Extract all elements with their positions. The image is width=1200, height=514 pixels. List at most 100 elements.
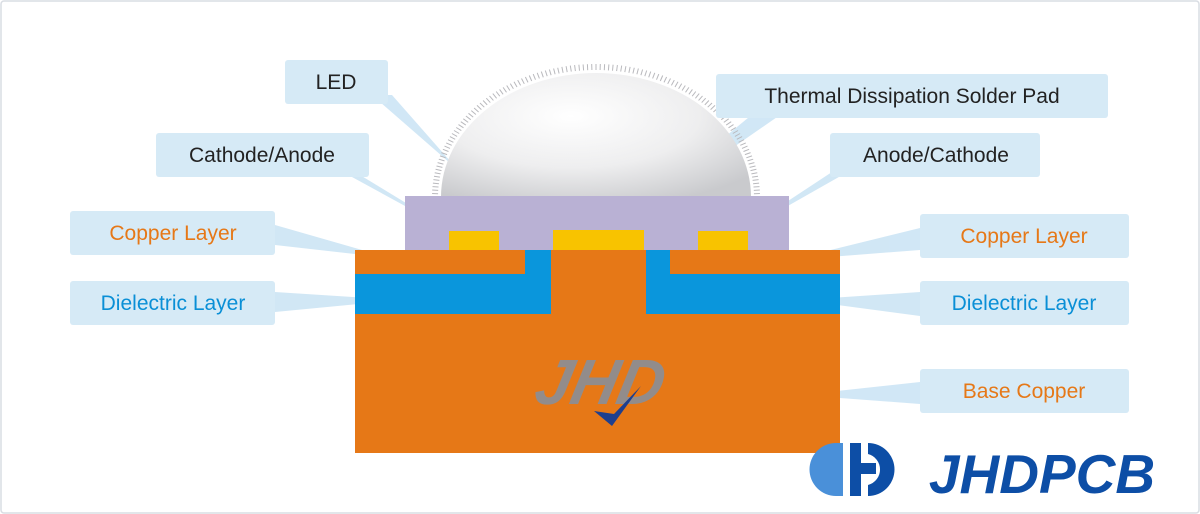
- dome-tick: [732, 130, 739, 134]
- dome-tick: [652, 72, 656, 79]
- jhd-h-logo-icon: [809, 443, 895, 496]
- dome-tick: [749, 165, 756, 168]
- dome-tick: [449, 136, 456, 140]
- dome-tick: [644, 70, 648, 77]
- dome-tick: [442, 148, 449, 152]
- copper-left-callout-box: [70, 211, 275, 255]
- dome-tick: [741, 145, 748, 149]
- dielectric-layer-left-label: Dielectric Layer: [101, 292, 246, 315]
- callout-labels: LED Thermal Dissipation Solder Pad Catho…: [101, 71, 1097, 403]
- dome-tick: [648, 71, 652, 78]
- dome-tick: [574, 65, 576, 72]
- dome-tick: [453, 130, 460, 134]
- dome-tick: [528, 75, 533, 82]
- dome-tick: [670, 79, 675, 86]
- copper-layer-left-label: Copper Layer: [109, 222, 236, 245]
- pcb-stackup: [355, 250, 840, 453]
- dome-tick: [746, 155, 753, 159]
- dome-tick: [743, 148, 750, 152]
- dome-tick: [509, 83, 514, 89]
- dome-tick: [636, 68, 639, 75]
- dome-tick: [659, 75, 664, 82]
- dome-tick: [569, 65, 572, 72]
- callout-boxes: [70, 60, 1129, 413]
- dome-tick: [681, 85, 686, 91]
- dome-tick: [485, 97, 491, 103]
- dielectric-layer-right-shape: [646, 250, 840, 314]
- dome-tick: [517, 79, 522, 86]
- thermal-pad-callout-box: [716, 74, 1108, 118]
- dome-tick: [465, 115, 472, 121]
- dome-tick: [532, 73, 536, 80]
- dome-tick: [506, 85, 511, 91]
- dome-tick: [553, 68, 556, 75]
- dome-tick: [441, 152, 448, 156]
- dome-tick: [578, 64, 580, 71]
- dome-tick: [688, 89, 693, 95]
- dome-tick: [748, 162, 755, 165]
- dome-tick: [495, 91, 501, 97]
- dome-tick: [723, 118, 729, 123]
- base-copper-callout-box: [920, 369, 1129, 413]
- dielectric-right-callout-box: [920, 281, 1129, 325]
- dome-tick: [710, 105, 716, 110]
- thermal-solder-pad: [553, 230, 644, 250]
- dome-tick: [536, 72, 540, 79]
- dome-tick: [544, 70, 548, 77]
- dome-tick: [698, 95, 703, 101]
- dome-tick: [728, 124, 734, 129]
- dome-tick: [695, 93, 700, 99]
- cathode-anode-pad: [449, 231, 499, 250]
- copper-layer-right-shape: [670, 250, 840, 274]
- dome-tick: [561, 66, 564, 73]
- dome-tick: [524, 76, 529, 83]
- dome-tick: [557, 67, 560, 74]
- dome-tick: [640, 69, 644, 76]
- watermark-text: JHD: [529, 346, 672, 418]
- thermal-pad-label: Thermal Dissipation Solder Pad: [764, 85, 1059, 108]
- dome-tick: [436, 165, 443, 168]
- anode-cathode-pad: [698, 231, 748, 250]
- anode-cathode-label: Anode/Cathode: [863, 144, 1009, 167]
- dome-tick: [482, 100, 488, 106]
- dome-tick: [437, 162, 444, 165]
- dome-tick: [433, 179, 440, 181]
- led-package: [405, 63, 789, 250]
- dome-tick: [565, 66, 568, 73]
- dome-tick: [734, 133, 741, 137]
- jhd-watermark: JHD: [529, 346, 673, 426]
- dome-tick: [540, 71, 544, 78]
- copper-right-callout-box: [920, 214, 1129, 258]
- dome-tick: [707, 102, 713, 108]
- brand-wordmark: JHDPCB: [929, 443, 1155, 505]
- dome-tick: [750, 168, 757, 172]
- dielectric-left-callout-box: [70, 281, 275, 325]
- led-dome: [441, 73, 751, 197]
- watermark-check-icon: [594, 386, 641, 426]
- dome-tick: [607, 64, 610, 71]
- dome-tick: [435, 168, 442, 172]
- dome-tick: [667, 78, 671, 85]
- dome-tick: [685, 87, 690, 93]
- dome-tick: [447, 139, 454, 143]
- dome-tick: [725, 121, 732, 126]
- dome-tick: [444, 145, 451, 149]
- dome-tick: [582, 64, 585, 71]
- dome-tick: [458, 124, 464, 129]
- led-callout-box: [285, 60, 388, 104]
- cathode-anode-callout-box: [156, 133, 369, 177]
- dome-tick: [730, 127, 737, 132]
- dome-tick: [701, 97, 707, 103]
- dome-tick: [463, 118, 469, 123]
- dome-tick: [438, 158, 445, 162]
- dome-tick: [744, 152, 751, 156]
- dielectric-layer-left-shape: [355, 250, 551, 314]
- copper-layer-right-label: Copper Layer: [960, 225, 1087, 248]
- dome-tick: [747, 158, 754, 162]
- dome-tick: [656, 73, 660, 80]
- dome-tick: [489, 95, 494, 101]
- dome-tick: [612, 64, 614, 71]
- led-callout-tail: [372, 95, 458, 170]
